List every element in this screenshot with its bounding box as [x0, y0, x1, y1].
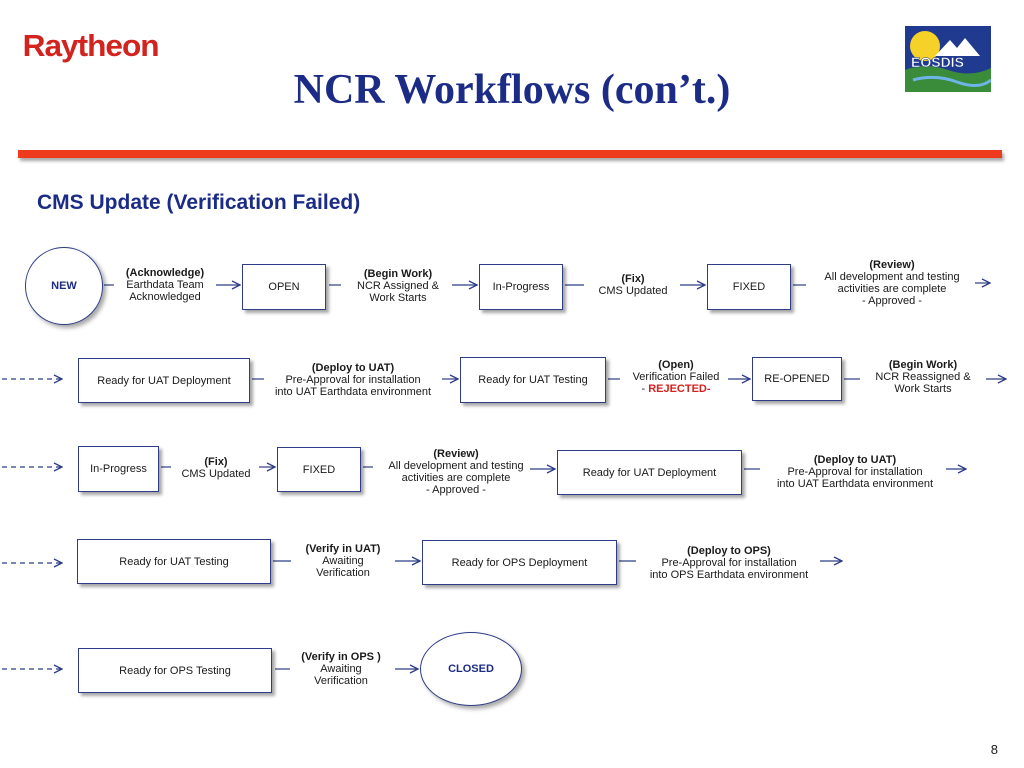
state-new: NEW — [25, 247, 103, 325]
transition-text: activities are complete — [401, 472, 511, 484]
transition-text: Pre-Approval for installation — [285, 374, 421, 386]
transition-verify-in-ops: (Verify in OPS ) Awaiting Verification — [290, 651, 392, 687]
transition-text: - Approved - — [862, 295, 922, 307]
transition-acknowledge: (Acknowledge) Earthdata Team Acknowledge… — [112, 267, 218, 303]
transition-text: All development and testing — [824, 271, 960, 283]
transition-text: activities are complete — [837, 283, 947, 295]
transition-text: - — [641, 383, 649, 395]
transition-head: (Fix) — [204, 456, 228, 468]
transition-text: Pre-Approval for installation — [787, 466, 923, 478]
transition-begin-work-2: (Begin Work) NCR Reassigned & Work Start… — [862, 359, 984, 395]
transition-head: (Fix) — [621, 273, 645, 285]
eosdis-logo: EOSDIS — [905, 26, 991, 92]
state-ready-for-uat-deployment: Ready for UAT Deployment — [78, 358, 250, 403]
transition-deploy-to-uat-2: (Deploy to UAT) Pre-Approval for install… — [760, 454, 950, 490]
transition-deploy-to-ops: (Deploy to OPS) Pre-Approval for install… — [636, 545, 822, 581]
page-number: 8 — [990, 742, 998, 757]
transition-text: - Approved - — [426, 484, 486, 496]
transition-head: (Deploy to UAT) — [813, 454, 897, 466]
transition-text: All development and testing — [388, 460, 524, 472]
transition-text: NCR Reassigned & — [875, 371, 971, 383]
transition-text: Pre-Approval for installation — [661, 557, 797, 569]
page-title: NCR Workflows (con’t.) — [293, 67, 731, 113]
transition-head: (Review) — [869, 259, 915, 271]
transition-text: Work Starts — [369, 292, 427, 304]
state-in-progress: In-Progress — [479, 264, 563, 310]
transition-fix-2: (Fix) CMS Updated — [172, 456, 260, 480]
transition-head: (Verify in UAT) — [305, 543, 381, 555]
transition-text: Verification — [316, 567, 370, 579]
transition-review-2: (Review) All development and testing act… — [374, 448, 538, 496]
transition-text: Acknowledged — [129, 291, 201, 303]
section-subtitle: CMS Update (Verification Failed) — [37, 191, 361, 214]
transition-text: Verification — [314, 675, 368, 687]
transition-head: (Acknowledge) — [125, 267, 205, 279]
transition-text: CMS Updated — [181, 468, 251, 480]
rejected-flag: REJECTED- — [648, 383, 711, 395]
state-ready-for-uat-deployment-2: Ready for UAT Deployment — [557, 450, 742, 495]
transition-deploy-to-uat: (Deploy to UAT) Pre-Approval for install… — [265, 362, 441, 398]
transition-begin-work: (Begin Work) NCR Assigned & Work Starts — [344, 268, 452, 304]
raytheon-logo: Raytheon — [22, 28, 160, 63]
transition-fix: (Fix) CMS Updated — [586, 273, 680, 297]
transition-open: (Open) Verification Failed - REJECTED- — [622, 359, 730, 395]
transition-text: Work Starts — [894, 383, 952, 395]
transition-head: (Begin Work) — [363, 268, 433, 280]
title-divider — [18, 150, 1002, 158]
state-ready-for-ops-deployment: Ready for OPS Deployment — [422, 540, 617, 585]
transition-text: Awaiting — [322, 555, 364, 567]
state-ready-for-ops-testing: Ready for OPS Testing — [78, 648, 272, 693]
state-in-progress-2: In-Progress — [78, 446, 159, 492]
eosdis-logo-text: EOSDIS — [911, 54, 964, 70]
transition-review: (Review) All development and testing act… — [808, 259, 976, 307]
transition-head: (Verify in OPS ) — [301, 651, 381, 663]
transition-text: into UAT Earthdata environment — [776, 478, 934, 490]
transition-head: (Deploy to OPS) — [687, 545, 771, 557]
transition-head: (Open) — [658, 359, 694, 371]
state-ready-for-uat-testing: Ready for UAT Testing — [460, 357, 606, 403]
transition-text: into UAT Earthdata environment — [274, 386, 432, 398]
state-closed: CLOSED — [420, 632, 522, 706]
transition-verify-in-uat: (Verify in UAT) Awaiting Verification — [292, 543, 394, 579]
state-re-opened: RE-OPENED — [752, 357, 842, 401]
transition-head: (Begin Work) — [888, 359, 958, 371]
transition-text: NCR Assigned & — [357, 280, 439, 292]
transition-text: CMS Updated — [598, 285, 668, 297]
state-fixed-2: FIXED — [277, 447, 361, 492]
transition-text: Earthdata Team — [126, 279, 204, 291]
transition-text: Verification Failed — [632, 371, 720, 383]
state-fixed: FIXED — [707, 264, 791, 310]
transition-text: Awaiting — [320, 663, 362, 675]
state-open: OPEN — [242, 264, 326, 310]
state-ready-for-uat-testing-2: Ready for UAT Testing — [77, 539, 271, 584]
transition-head: (Review) — [433, 448, 479, 460]
transition-text: into OPS Earthdata environment — [649, 569, 809, 581]
transition-head: (Deploy to UAT) — [311, 362, 395, 374]
